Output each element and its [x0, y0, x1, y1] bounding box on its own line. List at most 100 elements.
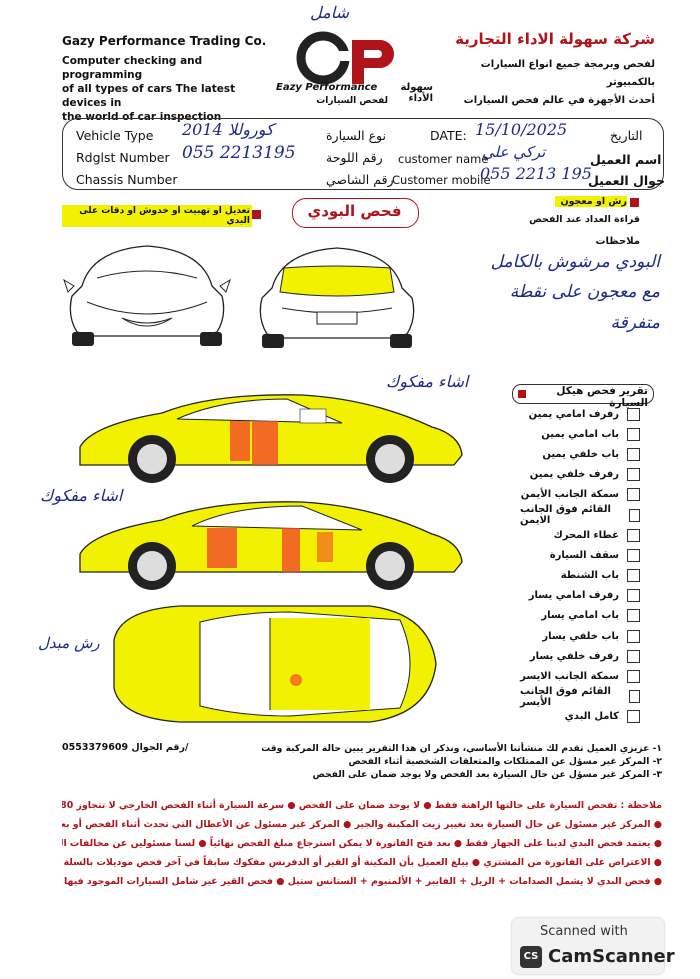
notes-line-2: مع معجون على نقطة	[509, 282, 660, 302]
annotation-top: رش مبدل	[38, 634, 100, 652]
structure-item-checkbox[interactable]	[629, 508, 640, 522]
structure-item-label: رفرف خلفي يمين	[529, 469, 619, 481]
structure-item: كامل البدي	[520, 707, 640, 727]
terms-text-1: ١- عزيزي العميل تقدم لك منشأتنا الأساسي،…	[262, 743, 662, 754]
structure-item: القائم فوق الجانب الأيسر	[520, 685, 640, 708]
structure-item-label: رفرف امامي يمين	[528, 408, 619, 420]
structure-item-label: كامل البدي	[564, 711, 619, 723]
date-label-ar: التاريخ	[610, 128, 643, 143]
structure-item-label: سمكة الجانب الايسر	[520, 671, 619, 683]
structure-item-label: باب خلفي يسار	[542, 630, 619, 642]
company-desc-en-2: of all types of cars The latest devices …	[62, 83, 236, 109]
structure-item: القائم فوق الجانب الايمن	[520, 504, 640, 526]
chassis-label: Chassis Number	[76, 172, 178, 187]
structure-item-checkbox[interactable]	[627, 569, 640, 583]
car-top-view	[113, 605, 437, 723]
structure-item-label: غطاء المحرك	[553, 529, 619, 541]
body-check-title-box	[292, 198, 419, 228]
legend-yellow-text: رش او معجون	[555, 196, 627, 207]
structure-item-checkbox[interactable]	[627, 548, 640, 562]
body-check-title: فحص البودي	[307, 202, 402, 220]
vehicle-type-label: Vehicle Type	[76, 128, 154, 143]
logo-mark	[296, 31, 394, 85]
structure-item-checkbox[interactable]	[627, 609, 640, 623]
notes-label: ملاحظات	[595, 236, 640, 247]
annotation-side-2: اشاء مفكوك	[40, 486, 123, 505]
structure-item-checkbox[interactable]	[627, 649, 640, 663]
customer-mobile-label: Customer mobile	[392, 173, 491, 187]
legend-yellow-swatch	[630, 198, 639, 207]
notes-line-3: متفرقة	[610, 313, 660, 333]
vehicle-info-box	[62, 118, 664, 190]
chassis-label-ar: رقم الشاصي	[326, 172, 394, 187]
reg-number-value: 055 2213195	[182, 143, 296, 163]
structure-item-checkbox[interactable]	[627, 670, 640, 684]
customer-name-value: تركي علي	[482, 143, 546, 161]
structure-report-bullet	[518, 390, 526, 398]
structure-item: رفرف خلفي يسار	[520, 646, 640, 666]
company-desc-en-1: Computer checking and programming	[62, 55, 203, 81]
structure-item-checkbox[interactable]	[627, 710, 640, 724]
terms-block: 0553379609 رقم الجوال/ ١- عزيزي العميل ت…	[62, 742, 662, 781]
legend-red-text: تعديل او تهبيت او خدوش او دقات على البدي	[62, 205, 252, 227]
structure-item-checkbox[interactable]	[627, 528, 640, 542]
customer-name-label: customer name	[398, 152, 489, 166]
customer-mobile-label-ar: جوال العميل	[588, 173, 666, 188]
terms-text-3: ٣- المركز غير مسؤل عن حال السيارة بعد ال…	[312, 769, 662, 780]
date-label: DATE:	[430, 128, 467, 143]
structure-item: سمكة الجانب الأيمن	[520, 485, 640, 505]
company-name-en: Gazy Performance Trading Co.	[62, 34, 267, 48]
structure-item-checkbox[interactable]	[629, 690, 640, 704]
structure-item-checkbox[interactable]	[627, 407, 640, 421]
company-header-en: Gazy Performance Trading Co. Computer ch…	[62, 34, 282, 124]
structure-item-label: رفرف خلفي يسار	[529, 650, 619, 662]
phone-label: رقم الجوال/	[131, 742, 189, 753]
structure-item: باب خلفي يمين	[520, 444, 640, 464]
structure-item: رفرف خلفي يمين	[520, 465, 640, 485]
terms-line-1: 0553379609 رقم الجوال/ ١- عزيزي العميل ت…	[62, 742, 662, 755]
structure-item-checkbox[interactable]	[627, 629, 640, 643]
red-note-4: ● الاعتراض على الفاتورة من المشتري ● يبل…	[63, 857, 662, 868]
company-desc-en-3: the world of car inspection	[62, 111, 222, 123]
structure-item-checkbox[interactable]	[627, 589, 640, 603]
camscanner-logo-icon: CS	[520, 946, 542, 968]
structure-item-checkbox[interactable]	[627, 468, 640, 482]
structure-report-title: تقرير فحص هيكل السيارة	[556, 385, 648, 409]
structure-item-checkbox[interactable]	[627, 447, 640, 461]
car-side-view-left	[79, 501, 463, 590]
car-rear-view	[259, 247, 415, 348]
red-note-5: ● فحص البدي لا يشمل الصدامات + الربل + ا…	[62, 876, 662, 887]
structure-item: باب امامي يمين	[520, 424, 640, 444]
structure-item-label: سمكة الجانب الأيمن	[520, 489, 619, 501]
car-side-view-right	[79, 394, 463, 483]
terms-text-2: ٢- المركز غير مسؤل عن الممتلكات والمتعلق…	[348, 756, 663, 767]
logo-text-ar-sub: لفحص السيارات	[316, 96, 388, 106]
structure-item: سمكة الجانب الايسر	[520, 666, 640, 686]
structure-report-title-box	[512, 384, 654, 404]
structure-item: باب خلفي يسار	[520, 626, 640, 646]
structure-item-label: باب امامي يسار	[541, 610, 619, 622]
vehicle-type-value: 2014 كوروللا	[182, 120, 274, 139]
structure-item-checkbox[interactable]	[627, 488, 640, 502]
date-value: 15/10/2025	[475, 120, 568, 139]
vehicle-type-label-ar: نوع السيارة	[326, 128, 386, 143]
logo-text-en: Eazy Performance	[276, 82, 378, 93]
company-header-ar: شركة سهولة الاداء التجارية لفحص وبرمجة ج…	[430, 30, 655, 110]
top-handwriting: شامل	[310, 3, 349, 22]
structure-item: باب الشنطة	[520, 566, 640, 586]
structure-report-list: رفرف امامي يمين باب امامي يمين باب خلفي …	[520, 404, 640, 727]
camscanner-badge: Scanned with CS CamScanner	[512, 918, 675, 974]
structure-item-checkbox[interactable]	[627, 427, 640, 441]
red-note-2: ● المركز غير مسئول عن حال السيارة بعد تغ…	[62, 819, 662, 830]
phone-value: 0553379609	[62, 742, 129, 753]
customer-mobile-value: 055 2213 195	[480, 164, 592, 183]
legend-red-swatch	[252, 210, 261, 219]
annotation-side-1: اشاء مفكوك	[386, 372, 469, 391]
structure-item: رفرف امامي يمين	[520, 404, 640, 424]
structure-item-label: باب خلفي يمين	[542, 448, 619, 460]
structure-item-label: القائم فوق الجانب الأيسر	[520, 685, 611, 708]
red-note-3: ● يعتمد فحص البدي لدينا على الجهاز فقط ●…	[62, 838, 662, 849]
reg-number-label: Rdglst Number	[76, 150, 170, 165]
reg-number-label-ar: رقم اللوحة	[326, 150, 383, 165]
camscanner-brand: CamScanner	[548, 946, 675, 967]
